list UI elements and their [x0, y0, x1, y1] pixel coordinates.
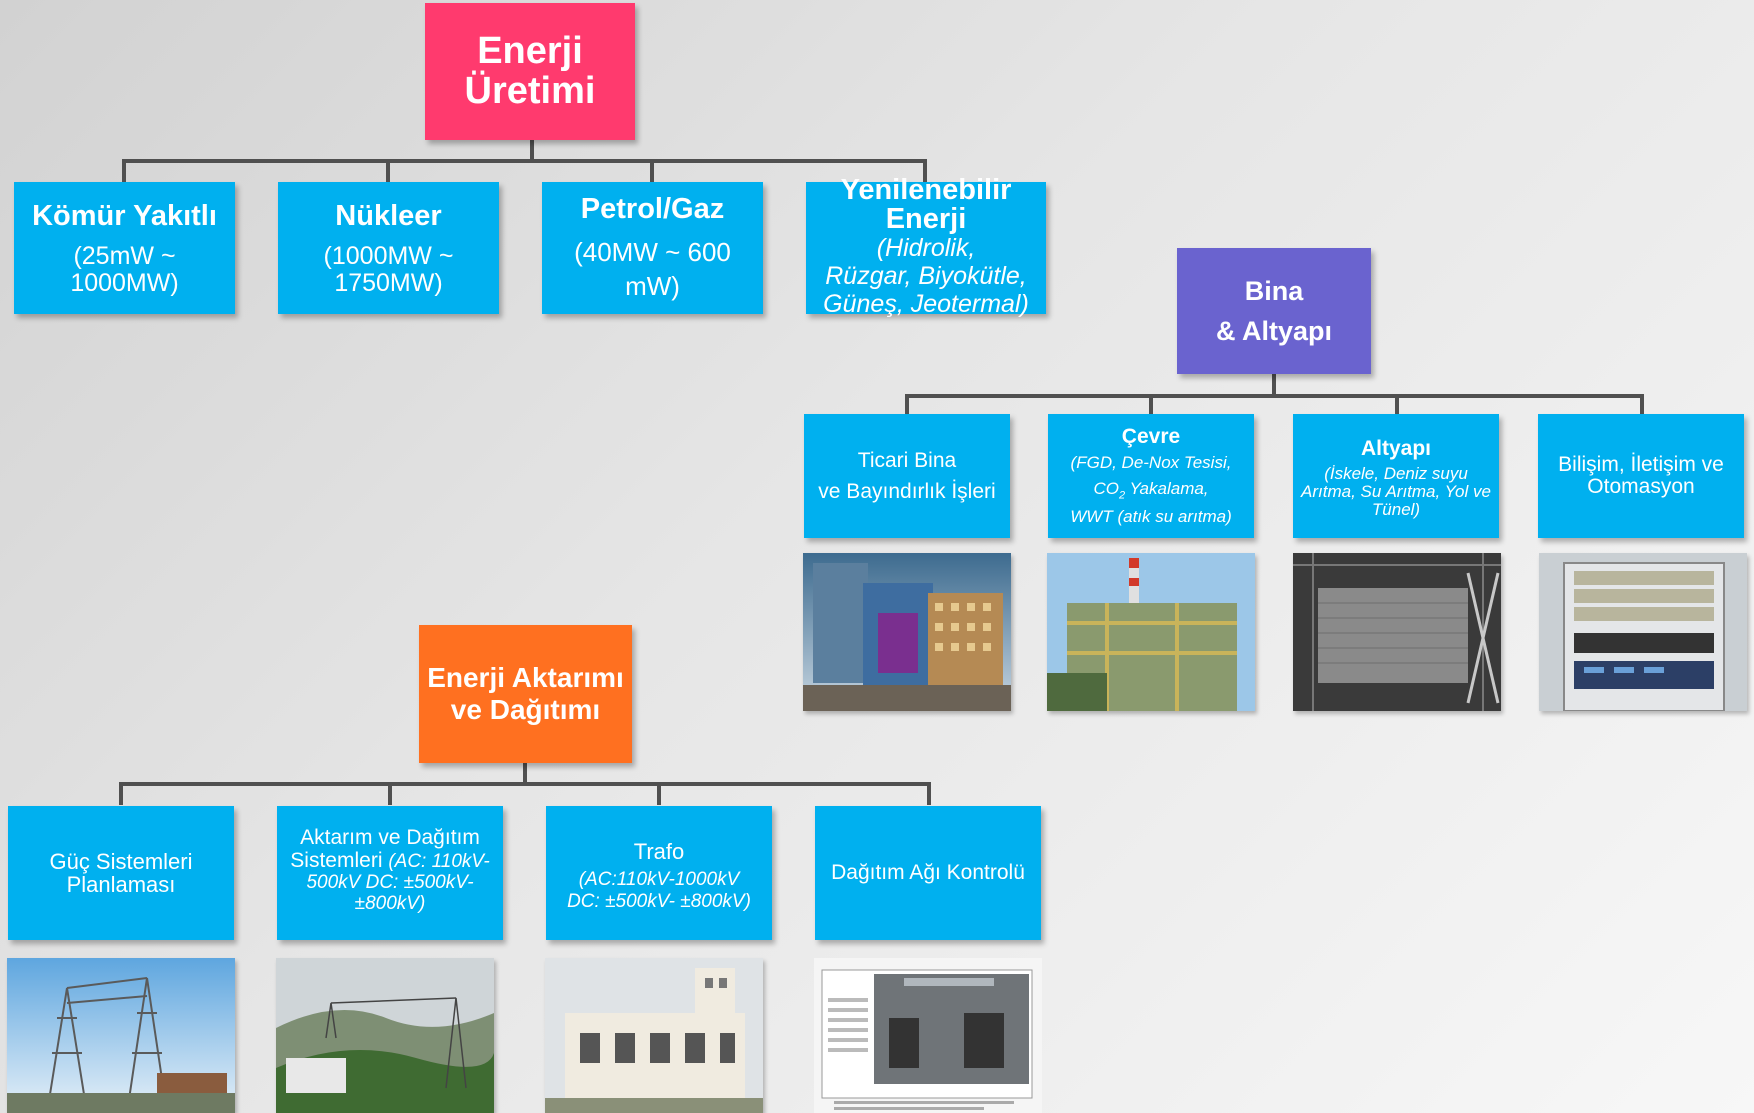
building-infrastructure-node[interactable]: Bina & Altyapı: [1177, 248, 1371, 374]
node-subtitle: DC: ±500kV- ±800kV): [567, 890, 751, 912]
node-subtitle: (1000MW ~: [323, 242, 454, 271]
it-automation-node[interactable]: Bilişim, İletişim ve Otomasyon: [1538, 414, 1744, 538]
renewable-node[interactable]: Yenilenebilir Enerji (Hidrolik, Rüzgar, …: [806, 176, 1046, 318]
node-label: Aktarım ve Dağıtım: [300, 826, 480, 849]
node-title: Yenilenebilir: [840, 174, 1012, 206]
power-systems-planning-node[interactable]: Güç Sistemleri Planlaması: [8, 806, 234, 940]
transformer-node[interactable]: Trafo (AC:110kV-1000kV DC: ±500kV- ±800k…: [546, 806, 772, 940]
connector-line: [923, 159, 927, 182]
node-title: Çevre: [1121, 424, 1181, 448]
node-subtitle: 1750MW): [334, 268, 443, 297]
power-plant-structure-image: [1047, 553, 1255, 711]
connector-line: [1149, 394, 1153, 414]
node-subtitle: Tünel): [1371, 499, 1421, 519]
node-subtitle: (Hidrolik,: [876, 234, 976, 262]
connector-line: [1272, 372, 1276, 397]
node-subtitle: (25mW ~: [73, 242, 176, 271]
connector-line: [1640, 394, 1644, 414]
node-subtitle: 500kV DC: ±500kV-: [306, 871, 474, 893]
nuclear-node[interactable]: Nükleer (1000MW ~ 1750MW): [278, 182, 499, 314]
connector-line: [905, 394, 1644, 398]
node-label: Sistemleri (AC: 110kV-: [290, 849, 490, 873]
oil-gas-node[interactable]: Petrol/Gaz (40MW ~ 600 mW): [542, 182, 763, 314]
node-label: Ticari Bina: [857, 448, 957, 472]
node-subtitle: (FGD, De-Nox Tesisi,: [1070, 453, 1232, 473]
infrastructure-node[interactable]: Altyapı (İskele, Deniz suyu Arıtma, Su A…: [1293, 414, 1499, 538]
connector-line: [523, 760, 527, 785]
node-subtitle: Rüzgar, Biyokütle,: [825, 262, 1027, 290]
node-subtitle: Güneş, Jeotermal): [823, 290, 1029, 318]
node-subtitle: Arıtma, Su Arıtma, Yol ve: [1301, 481, 1491, 501]
node-title: Petrol/Gaz: [580, 192, 725, 225]
node-subtitle: (İskele, Deniz suyu: [1324, 463, 1468, 483]
substation-towers-image: [7, 958, 235, 1113]
connector-line: [650, 159, 654, 182]
connector-line: [119, 782, 123, 805]
node-title: Enerji: [477, 29, 583, 72]
connector-line: [905, 394, 909, 414]
node-subtitle: (40MW ~ 600: [574, 236, 731, 267]
connector-line: [119, 782, 931, 786]
coal-node[interactable]: Kömür Yakıtlı (25mW ~ 1000MW): [14, 182, 235, 314]
energy-production-node[interactable]: Enerji Üretimi: [425, 3, 635, 140]
transmission-lines-hills-image: [276, 958, 494, 1113]
node-title: Kömür Yakıtlı: [32, 200, 217, 233]
node-title: Nükleer: [335, 200, 442, 233]
converter-station-image: [545, 958, 763, 1113]
environment-node[interactable]: Çevre (FGD, De-Nox Tesisi, CO2 Yakalama,…: [1048, 414, 1254, 538]
connector-line: [122, 159, 126, 182]
server-rack-image: [1539, 553, 1747, 711]
node-label: Dağıtım Ağı Kontrolü: [831, 861, 1025, 884]
transmission-distribution-node[interactable]: Enerji Aktarımı ve Dağıtımı: [419, 625, 632, 763]
node-label: Otomasyon: [1587, 475, 1695, 498]
node-label: Bilişim, İletişim ve: [1558, 452, 1724, 476]
node-subtitle: (AC:110kV-1000kV: [578, 868, 740, 890]
node-title: ve Dağıtımı: [450, 694, 601, 725]
node-subtitle: CO2 Yakalama,: [1093, 478, 1209, 502]
node-label: Planlaması: [66, 872, 176, 897]
node-title: & Altyapı: [1215, 316, 1332, 346]
connector-line: [927, 782, 931, 805]
cooling-tower-structure-image: [1293, 553, 1501, 711]
commercial-building-node[interactable]: Ticari Bina ve Bayındırlık İşleri: [804, 414, 1010, 538]
connector-line: [388, 782, 392, 805]
connector-line: [530, 139, 534, 162]
connector-line: [1395, 394, 1399, 414]
node-title: Altyapı: [1360, 437, 1431, 461]
connector-line: [657, 782, 661, 805]
node-title: Enerji Aktarımı: [427, 661, 624, 693]
node-subtitle: 1000MW): [70, 268, 179, 297]
node-subtitle: WWT (atık su arıtma): [1070, 506, 1232, 526]
node-subtitle: mW): [625, 270, 680, 301]
node-label: Trafo: [633, 838, 685, 864]
node-label: Güç Sistemleri: [49, 848, 193, 874]
connector-line: [386, 159, 390, 182]
node-title: Enerji: [885, 203, 967, 235]
distribution-network-control-node[interactable]: Dağıtım Ağı Kontrolü: [815, 806, 1041, 940]
node-title: Bina: [1244, 275, 1304, 306]
control-room-document-image: [814, 958, 1042, 1113]
commercial-building-image: [803, 553, 1011, 711]
transmission-systems-node[interactable]: Aktarım ve Dağıtım Sistemleri (AC: 110kV…: [277, 806, 503, 940]
node-subtitle: ±800kV): [354, 892, 426, 914]
node-label: ve Bayındırlık İşleri: [818, 480, 996, 503]
connector-line: [122, 159, 927, 163]
node-title: Üretimi: [464, 69, 596, 112]
